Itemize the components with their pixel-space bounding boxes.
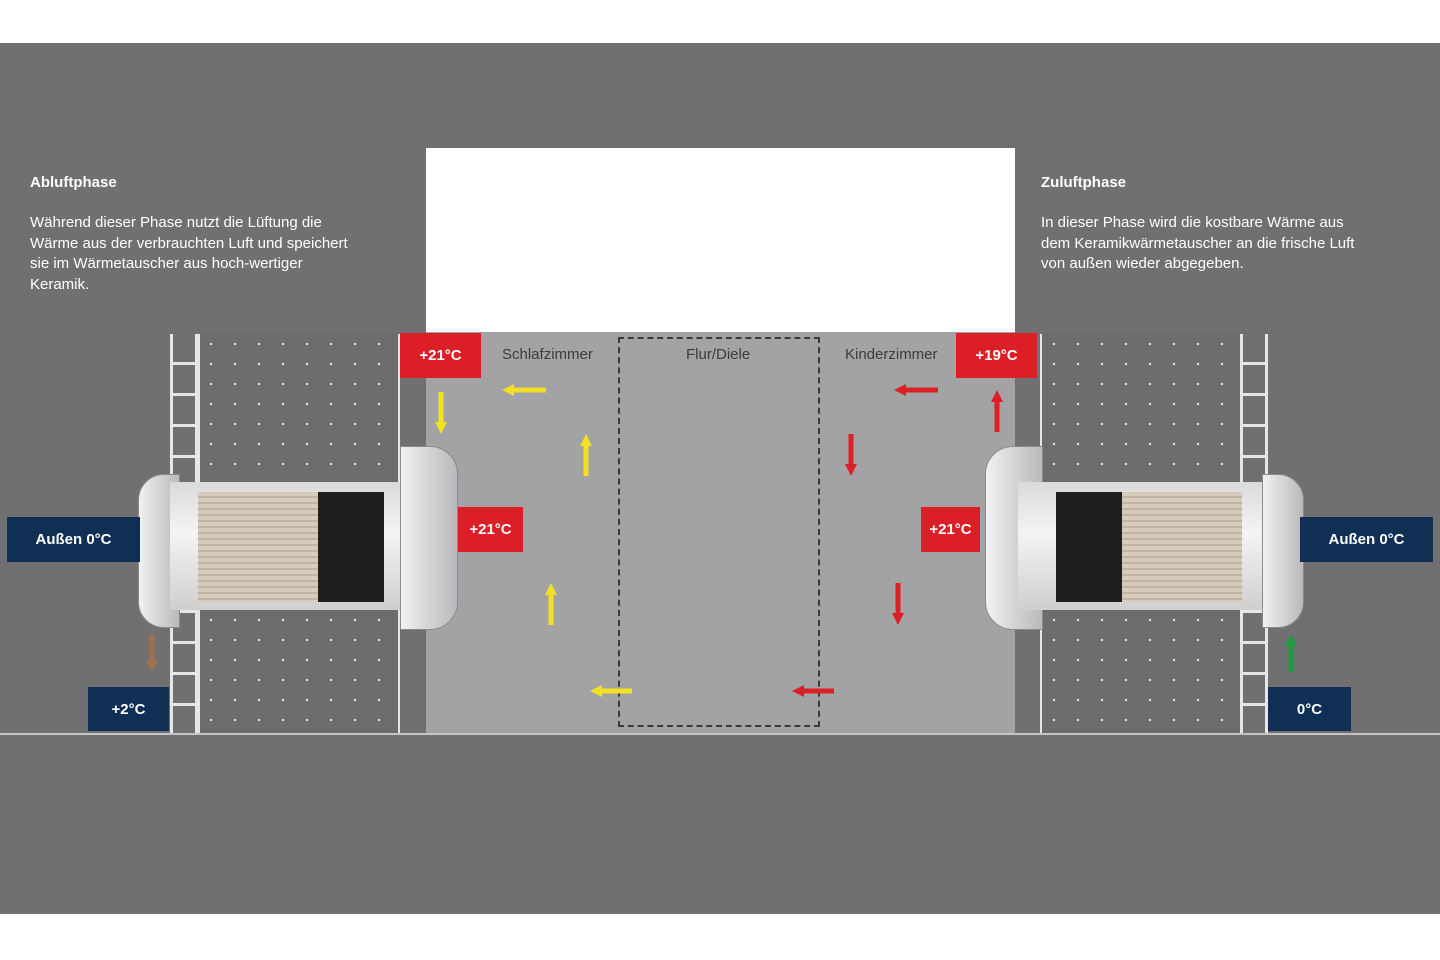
ground-line <box>0 733 1440 735</box>
room-label-hallway: Flur/Diele <box>686 346 751 363</box>
temp-tag-left-device: +21°C <box>458 507 523 552</box>
temp-tag-right-device: +21°C <box>921 507 980 552</box>
temp-tag-bedroom: +21°C <box>400 333 481 378</box>
hallway-outline <box>618 337 820 727</box>
right-outer-hood <box>1262 474 1304 628</box>
exhaust-phase-title: Abluftphase <box>30 174 117 191</box>
exhaust-phase-panel: Abluftphase Während dieser Phase nutzt d… <box>30 174 360 296</box>
exhaust-phase-text: Während dieser Phase nutzt die Lüftung d… <box>30 214 348 294</box>
left-ceramic-heat-exchanger <box>198 492 318 602</box>
room-label-kids-room: Kinderzimmer <box>845 346 938 363</box>
temp-tag-kids-room: +19°C <box>956 333 1037 378</box>
left-wall-lower <box>199 610 398 733</box>
left-fan-motor <box>318 492 384 602</box>
temp-tag-left-exhaust: +2°C <box>88 687 169 731</box>
right-wall-upper <box>1042 334 1241 482</box>
left-wall-upper <box>199 334 398 482</box>
right-ceramic-heat-exchanger <box>1122 492 1242 602</box>
temp-tag-left-outside: Außen 0°C <box>7 517 140 562</box>
temp-tag-right-intake: 0°C <box>1268 687 1351 731</box>
temp-tag-right-outside: Außen 0°C <box>1300 517 1433 562</box>
supply-phase-panel: Zuluftphase In dieser Phase wird die kos… <box>1041 174 1371 275</box>
supply-phase-text: In dieser Phase wird die kostbare Wärme … <box>1041 214 1355 273</box>
supply-phase-title: Zuluftphase <box>1041 174 1126 191</box>
right-fan-motor <box>1056 492 1122 602</box>
room-label-bedroom: Schlafzimmer <box>502 346 593 363</box>
floor-plan <box>426 332 1015 734</box>
left-inner-cover <box>400 446 458 630</box>
right-wall-lower <box>1042 610 1241 733</box>
top-white-area <box>426 148 1015 332</box>
